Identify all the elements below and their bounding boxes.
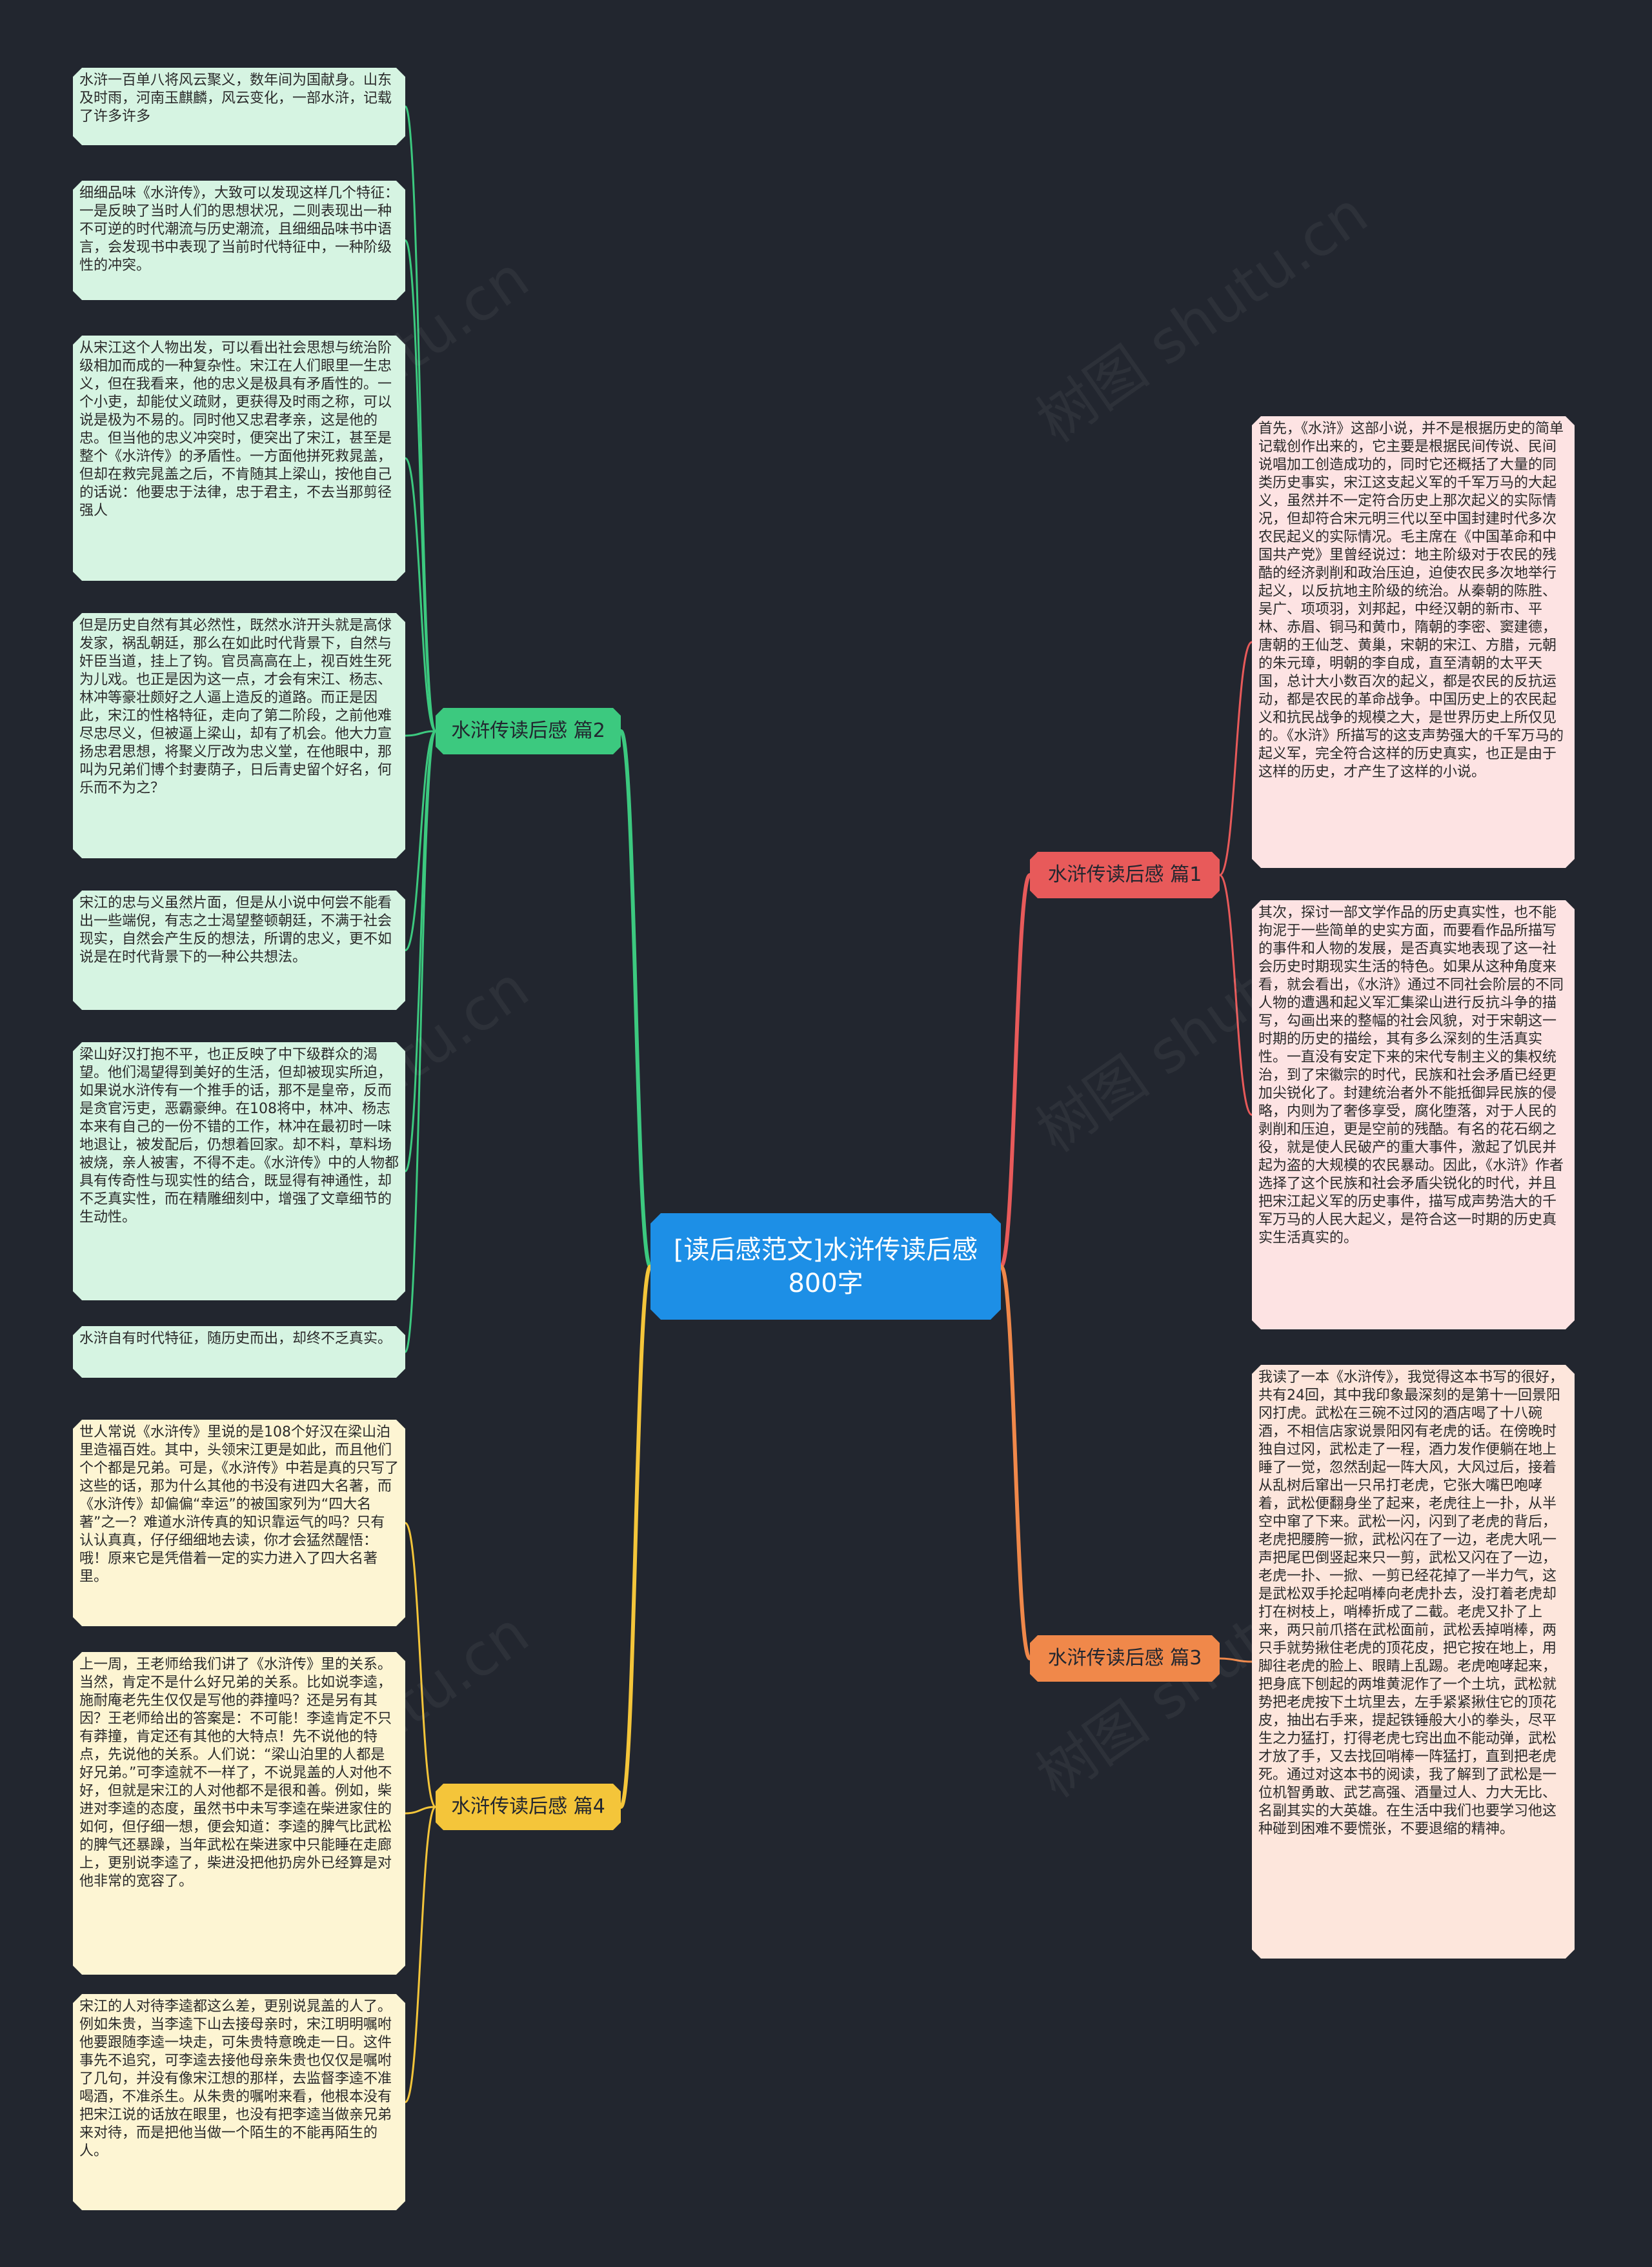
branch-leaf-line	[1219, 641, 1253, 876]
leaf-note: 水浒一百单八将风云聚义，数年间为国献身。山东及时雨，河南玉麒麟，风云变化，一部水…	[73, 68, 405, 145]
leaf-note: 但是历史自然有其必然性，既然水浒开头就是高俅发家，祸乱朝廷，那么在如此时代背景下…	[73, 613, 405, 858]
leaf-note: 世人常说《水浒传》里说的是108个好汉在梁山泊里造福百姓。其中，头领宋江更是如此…	[73, 1420, 405, 1626]
root-branch-line	[999, 873, 1032, 1269]
leaf-note: 其次，探讨一部文学作品的历史真实性，也不能拘泥于一些简单的史实方面，而要看作品所…	[1252, 900, 1575, 1329]
leaf-note: 我读了一本《水浒传》，我觉得这本书写的很好，共有24回，其中我印象最深刻的是第十…	[1252, 1365, 1575, 1959]
leaf-note: 水浒自有时代特征，随历史而出，却终不乏真实。	[73, 1326, 405, 1378]
leaf-note: 上一周，王老师给我们讲了《水浒传》里的关系。当然，肯定不是什么好兄弟的关系。比如…	[73, 1652, 405, 1975]
branch-leaf-line	[404, 239, 437, 732]
root-branch-line	[999, 1264, 1032, 1660]
root-branch-line	[619, 1264, 652, 1809]
branch-topic-1[interactable]: 水浒传读后感 篇1	[1030, 852, 1220, 898]
leaf-note: 宋江的忠与义虽然片面，但是从小说中何尝不能看出一些端倪，有志之士渴望整顿朝廷，不…	[73, 891, 405, 1010]
leaf-note: 梁山好汉打抱不平，也正反映了中下级群众的渴望。他们渴望得到美好的生活，但却被现实…	[73, 1042, 405, 1300]
leaf-note: 宋江的人对待李逵都这么差，更别说晁盖的人了。例如朱贵，当李逵下山去接母亲时，宋江…	[73, 1994, 405, 2210]
leaf-note: 首先，《水浒》这部小说，并不是根据历史的简单记载创作出来的，它主要是根据民间传说…	[1252, 416, 1575, 868]
branch-leaf-line	[404, 1806, 437, 2103]
branch-leaf-line	[405, 730, 436, 951]
branch-leaf-line	[405, 730, 436, 737]
branch-leaf-line	[404, 1522, 437, 1808]
branch-topic-2[interactable]: 水浒传读后感 篇2	[436, 708, 621, 754]
branch-leaf-line	[404, 457, 437, 732]
branch-leaf-line	[404, 730, 437, 1353]
branch-leaf-line	[1219, 874, 1253, 1116]
root-topic[interactable]: [读后感范文]水浒传读后感800字	[650, 1213, 1001, 1320]
leaf-note: 细细品味《水浒传》，大致可以发现这样几个特征：一是反映了当时人们的思想状况，二则…	[73, 181, 405, 300]
branch-leaf-line	[1219, 1657, 1253, 1663]
branch-topic-3[interactable]: 水浒传读后感 篇3	[1030, 1635, 1220, 1682]
root-branch-line	[619, 729, 652, 1269]
branch-leaf-line	[405, 1806, 436, 1815]
branch-topic-4[interactable]: 水浒传读后感 篇4	[436, 1784, 621, 1830]
branch-leaf-line	[404, 105, 437, 732]
branch-leaf-line	[404, 730, 437, 1173]
leaf-note: 从宋江这个人物出发，可以看出社会思想与统治阶级相加而成的一种复杂性。宋江在人们眼…	[73, 336, 405, 581]
